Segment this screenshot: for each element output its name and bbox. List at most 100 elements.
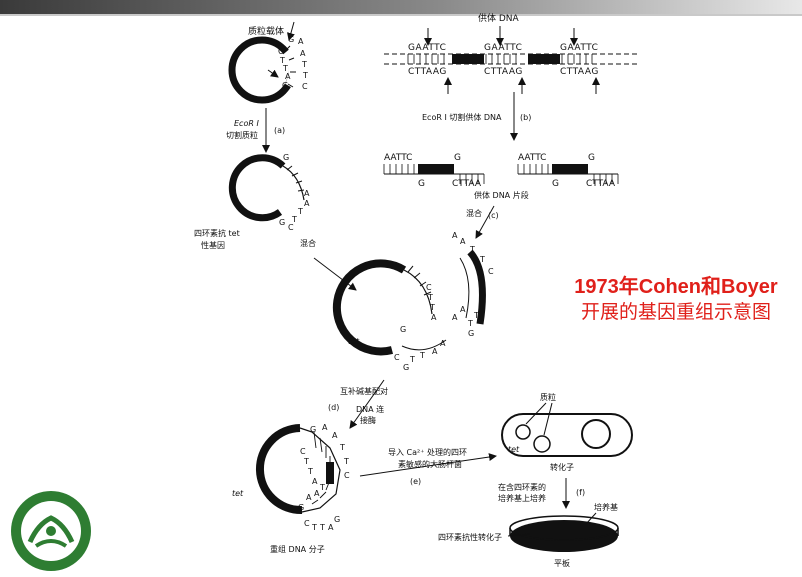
mix-right-label: 混合: [466, 208, 482, 218]
step-a-action: 切割质粒: [226, 130, 258, 140]
recomb-g-bottom: G: [334, 515, 340, 524]
cut-plasmid-ticks: [286, 165, 305, 192]
cell-plasmid-small-2: [533, 435, 551, 453]
university-seal-logo: [11, 491, 91, 571]
recomb-t4: T: [343, 457, 349, 466]
plasmid-inner-c: C: [278, 47, 284, 56]
cell-plasmid-label: 质粒: [540, 392, 556, 402]
cut-plasmid-g-top: G: [283, 153, 289, 162]
annealing-fragment-strand: [459, 257, 470, 319]
recombinant-molecule: G C T T A A A T T C G A A T C T T A G te…: [232, 423, 350, 532]
plasmid-base-t2: T: [302, 71, 308, 80]
recomb-g-top: G: [310, 425, 316, 434]
recomb-a1: A: [312, 477, 318, 486]
step-f-tag: (f): [576, 488, 585, 497]
annealing-frag-t1: T: [469, 245, 475, 254]
cut-plasmid-strand: [282, 165, 305, 201]
recombinant-label: 重组 DNA 分子: [270, 544, 325, 554]
annealing-g2: G: [403, 363, 409, 372]
resistant-label: 四环素抗性转化子: [438, 532, 502, 542]
plasmid-vector: 质粒载体 G G A A T T C C T T A: [228, 21, 308, 104]
plasmid-cut-arrow-top: [287, 21, 295, 41]
step-c-tag: (c): [488, 211, 499, 220]
medium-label: 培养基: [594, 502, 618, 512]
donor-dna: 供体 DNA GAATTC GAATTC GAATTC CTTAAG CTTAA…: [384, 12, 638, 94]
step-d-arrow: [349, 379, 385, 429]
plasmid-base-a2: A: [300, 49, 306, 58]
donor-site-bottom-1: CTTAAG: [408, 67, 447, 77]
plasmid-inner-a: A: [285, 72, 291, 81]
annealing-t2: T: [429, 303, 435, 312]
tet-gene-label-2: 性基因: [201, 240, 225, 250]
recomb-a2: A: [322, 423, 328, 432]
cut-plasmid-g-bottom: G: [279, 218, 285, 227]
step-a-enzyme: EcoR I: [234, 119, 259, 128]
fragment-label: 供体 DNA 片段: [474, 190, 529, 200]
plasmid-label: 质粒载体: [248, 25, 284, 37]
culture-label-2: 培养基上培养: [498, 493, 546, 503]
annealing-frag-c: C: [488, 267, 494, 276]
seal-wave: [34, 539, 68, 548]
recomb-a-inner2: A: [314, 489, 320, 498]
recomb-t2: T: [307, 467, 313, 476]
plasmid-base-c: C: [302, 82, 308, 91]
cut-plasmid-t2: T: [291, 215, 297, 224]
cut-plasmid-t1: T: [297, 207, 303, 216]
fragment-right-gene: [552, 164, 588, 174]
donor-site-bottom-3: CTTAAG: [560, 67, 599, 77]
plasmid-base-t1: T: [301, 60, 307, 69]
mix-left-label: 混合: [300, 238, 316, 248]
pairing-label: 互补碱基配对: [340, 386, 388, 396]
annealing-ring: [332, 259, 407, 356]
plasmid-cut-arrow-inner: [267, 69, 279, 78]
fragment-right-ticks: [517, 164, 619, 184]
fragment-left-aattc: AATTC: [384, 153, 412, 163]
slide-top-bar: [0, 0, 802, 14]
cut-plasmid-a2: A: [304, 199, 310, 208]
annealing-a3: A: [440, 339, 446, 348]
plasmid-base-g-bottom: G: [282, 81, 288, 90]
cell-tet-label: tet: [508, 445, 520, 454]
annealing-strand: [403, 269, 433, 315]
plate-label: 平板: [554, 558, 570, 568]
donor-gene-block-2: [528, 54, 560, 64]
recomb-a-inner: A: [306, 493, 312, 502]
step-e-tag: (e): [410, 477, 421, 486]
donor-gene-block-1: [452, 54, 484, 64]
recomb-c2: C: [344, 471, 350, 480]
annealing-frag-a4: A: [452, 313, 458, 322]
cut-plasmid-c: C: [288, 223, 294, 232]
recomb-t-inner: T: [319, 483, 325, 492]
fragment-right-aattc: AATTC: [518, 153, 546, 163]
mix-left-arrow: [313, 257, 357, 291]
annealing-t4: T: [419, 351, 425, 360]
annealing-plasmid: C T T A G G C T T A A tet: [332, 259, 447, 372]
resistant-pointer: [507, 533, 531, 537]
annealing-frag-a1: A: [452, 231, 458, 240]
annealing-lower-strand: [401, 339, 447, 351]
cell-plasmid-pointer-1: [525, 402, 547, 425]
cell-plasmid-small-1: [515, 424, 531, 440]
recombinant-ring: [256, 424, 303, 515]
seal-arch: [27, 515, 75, 544]
recomb-t1: T: [303, 457, 309, 466]
fragment-left-g: G: [454, 153, 461, 163]
fragment-left-g-bottom: G: [418, 179, 425, 189]
annealing-t1: T: [427, 293, 433, 302]
annealing-frag-g: G: [468, 329, 474, 338]
step-a-tag: (a): [274, 126, 285, 135]
plasmid-base-a1: A: [298, 37, 304, 46]
slide-top-divider: [0, 14, 802, 16]
donor-site-top-1: GAATTC: [408, 43, 446, 53]
ligase-label-1: DNA 连: [356, 404, 384, 414]
petri-medium: [510, 520, 618, 552]
recomb-c1: C: [300, 447, 306, 456]
annealing-tet-label: tet: [348, 337, 360, 346]
annealing-fragment-gene: [467, 249, 486, 325]
bacterial-cell: 质粒 tet: [501, 392, 633, 457]
caption-title: 1973年Cohen和Boyer: [574, 276, 778, 298]
annealing-ticks: [407, 265, 432, 296]
donor-base-ticks: [407, 54, 593, 64]
annealing-frag-a3: A: [460, 305, 466, 314]
